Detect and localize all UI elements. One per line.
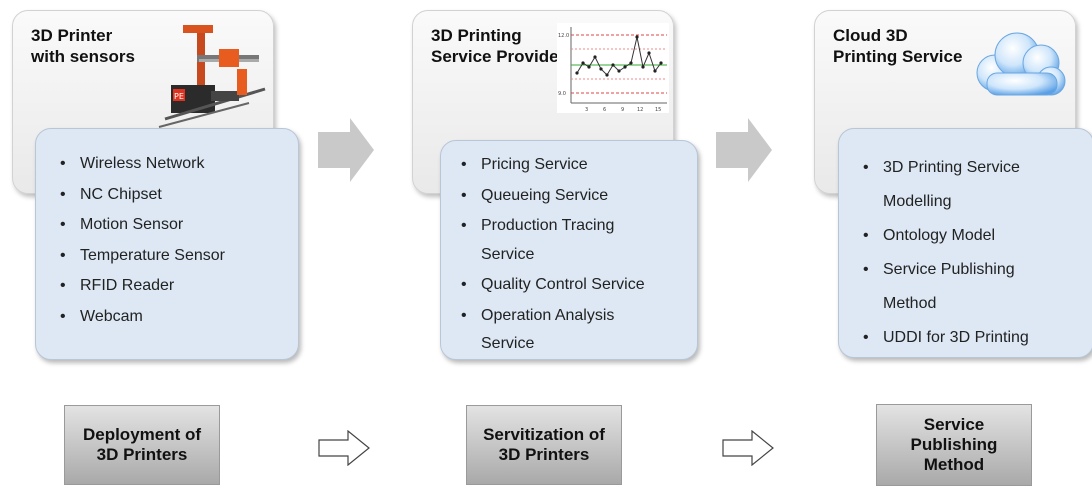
list-item: Ontology Model xyxy=(859,219,1092,253)
chart-x-tick: 6 xyxy=(603,107,606,113)
flow-arrow-icon xyxy=(318,118,374,182)
list-item: Service Publishing Method xyxy=(859,253,1092,321)
stage-label: Deployment of 3D Printers xyxy=(82,425,202,464)
list-item: Pricing Service xyxy=(457,151,697,180)
chart-x-tick: 9 xyxy=(621,107,624,113)
list-item: 3D Printing Service Modelling xyxy=(859,151,1092,219)
list-item: Temperature Sensor xyxy=(56,241,298,272)
outline-arrow-icon xyxy=(722,430,774,466)
list-item: Queueing Service xyxy=(457,182,697,211)
list-item: NC Chipset xyxy=(56,180,298,211)
service-provider-list: Pricing ServiceQueueing ServiceProductio… xyxy=(440,140,698,360)
cloud-service-card-title: Cloud 3D Printing Service xyxy=(833,26,963,66)
3d-printer-image: PE xyxy=(158,25,266,128)
svg-text:PE: PE xyxy=(174,92,184,101)
chart-y-tick: 9.0 xyxy=(558,91,566,97)
cloud-service-list: 3D Printing Service ModellingOntology Mo… xyxy=(838,128,1092,358)
list-item: Webcam xyxy=(56,302,298,333)
list-item: Quality Control Service xyxy=(457,271,697,300)
list-item: Wireless Network xyxy=(56,149,298,180)
printer-sensor-list: Wireless NetworkNC ChipsetMotion SensorT… xyxy=(35,128,299,360)
chart-x-tick: 3 xyxy=(585,107,588,113)
list-item: Operation Analysis Service xyxy=(457,302,697,359)
stage-box-servitization: Servitization of 3D Printers xyxy=(466,405,622,485)
chart-x-tick: 12 xyxy=(637,107,643,113)
chart-x-tick: 15 xyxy=(655,107,661,113)
list-item: UDDI for 3D Printing xyxy=(859,321,1092,355)
printer-card-title: 3D Printer with sensors xyxy=(31,26,135,66)
list-item: Motion Sensor xyxy=(56,210,298,241)
cloud-icon xyxy=(976,32,1066,96)
chart-y-tick: 12.0 xyxy=(558,33,569,39)
flow-arrow-icon xyxy=(716,118,772,182)
stage-label: Servitization of 3D Printers xyxy=(483,425,605,464)
control-chart-image: 12.0 9.0 3 6 9 12 15 xyxy=(557,23,669,113)
list-item: RFID Reader xyxy=(56,271,298,302)
stage-box-deployment: Deployment of 3D Printers xyxy=(64,405,220,485)
outline-arrow-icon xyxy=(318,430,370,466)
stage-label: Service Publishing Method xyxy=(910,415,998,474)
service-provider-card-title: 3D Printing Service Provider xyxy=(431,26,566,66)
list-item: Production Tracing Service xyxy=(457,212,697,269)
stage-box-publishing: Service Publishing Method xyxy=(876,404,1032,486)
